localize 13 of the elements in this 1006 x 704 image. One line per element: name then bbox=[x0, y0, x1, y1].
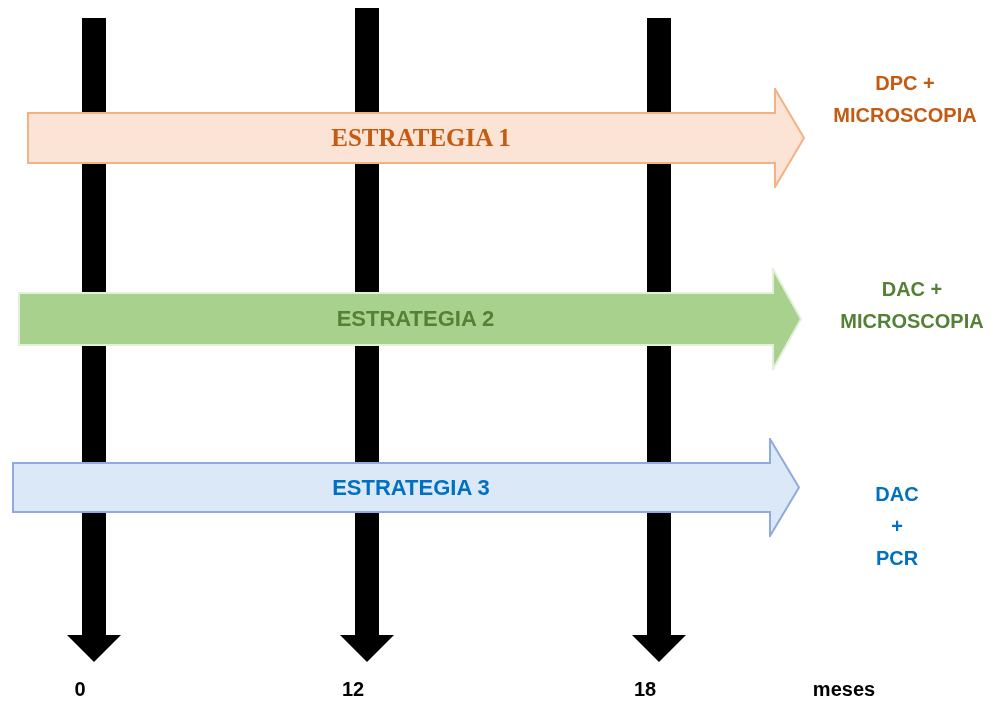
arrow-label: ESTRATEGIA 3 bbox=[332, 474, 490, 501]
axis-label: 12 bbox=[341, 678, 365, 701]
axis-label: 0 bbox=[74, 678, 86, 701]
arrow-label: ESTRATEGIA 2 bbox=[336, 306, 495, 332]
result-text: DAC + PCR bbox=[875, 482, 919, 571]
result-text: DPC + MICROSCOPIA bbox=[833, 71, 977, 128]
block-arrow bbox=[12, 438, 800, 537]
block-arrow bbox=[18, 268, 802, 370]
result-text: DAC + MICROSCOPIA bbox=[840, 277, 984, 334]
arrow-label: ESTRATEGIA 1 bbox=[331, 124, 511, 152]
unit-label: meses bbox=[812, 678, 876, 701]
axis-label: 18 bbox=[633, 678, 657, 701]
block-arrow bbox=[27, 88, 805, 188]
